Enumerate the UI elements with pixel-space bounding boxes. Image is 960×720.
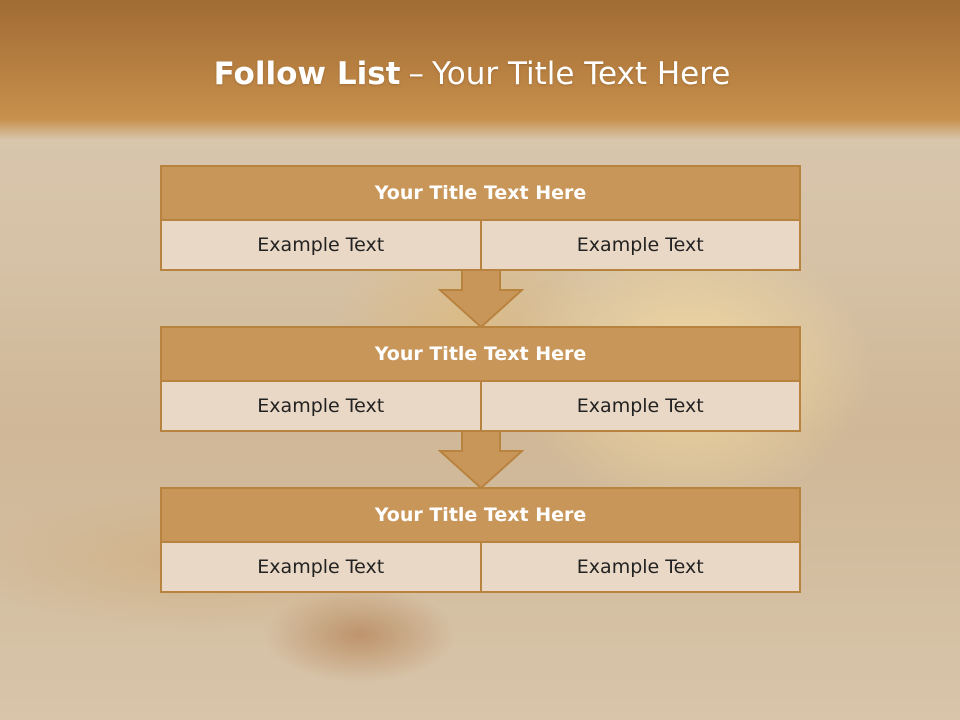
block-row: Example Text Example Text <box>160 543 801 593</box>
block-cell-right: Example Text <box>481 543 801 593</box>
block-cell-right: Example Text <box>481 221 801 271</box>
title-rest: Your Title Text Here <box>431 56 731 92</box>
title-separator: – <box>408 56 424 92</box>
block-cell-left: Example Text <box>160 221 482 271</box>
block-cell-left: Example Text <box>160 543 482 593</box>
block-title: Your Title Text Here <box>160 487 801 543</box>
block-title: Your Title Text Here <box>160 165 801 221</box>
header-band <box>0 0 960 140</box>
list-block-2: Your Title Text Here Example Text Exampl… <box>160 326 801 432</box>
block-title: Your Title Text Here <box>160 326 801 382</box>
block-row: Example Text Example Text <box>160 382 801 432</box>
list-block-3: Your Title Text Here Example Text Exampl… <box>160 487 801 593</box>
block-cell-right: Example Text <box>481 382 801 432</box>
slide-title: Follow List–Your Title Text Here <box>0 56 944 92</box>
down-arrow-icon <box>438 270 524 328</box>
block-row: Example Text Example Text <box>160 221 801 271</box>
down-arrow-icon <box>438 431 524 489</box>
list-block-1: Your Title Text Here Example Text Exampl… <box>160 165 801 271</box>
block-cell-left: Example Text <box>160 382 482 432</box>
title-bold-part: Follow List <box>213 56 401 92</box>
